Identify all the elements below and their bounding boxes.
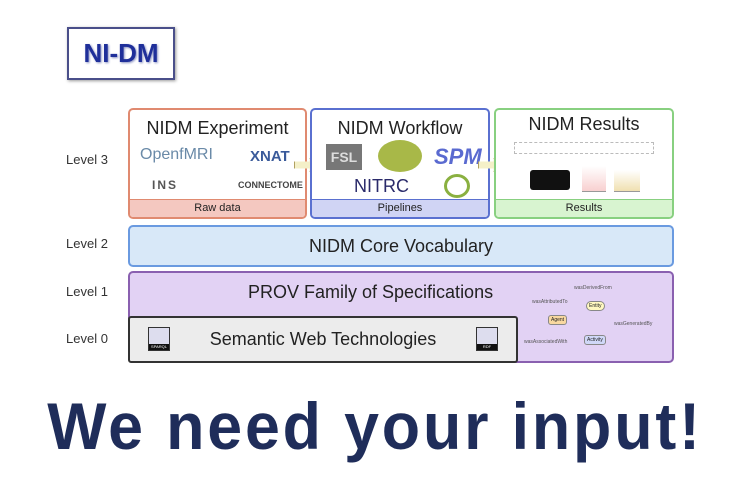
experiment-title: NIDM Experiment [146,118,289,138]
relation-label: wasAttributedTo [532,299,568,305]
level-1-label: Level 1 [66,284,108,299]
cbrain-icon [444,174,470,198]
level-3-label: Level 3 [66,152,108,167]
workflow-footer: Pipelines [312,199,488,217]
entity-node: Entity [586,301,605,311]
brain-image-icon [530,170,570,190]
workflow-title: NIDM Workflow [337,118,463,138]
relation-label: wasDerivedFrom [574,285,612,291]
ins-logo: INS [152,178,179,192]
nidm-workflow-box: NIDM Workflow FSL SPM NITRC Pipelines [310,108,490,219]
xnat-logo: XNAT [250,148,290,165]
fsl-logo: FSL [326,144,362,170]
level-2-label: Level 2 [66,236,108,251]
prov-diagram: wasDerivedFrom wasAttributedTo wasGenera… [522,273,674,361]
prov-title: PROV Family of Specifications [248,282,494,302]
ni-dm-logo: NI-DM [67,27,175,80]
nitrc-logo: NITRC [354,176,409,196]
brain-icon [378,140,422,172]
results-pipeline-icon [514,142,654,154]
plot-icon [614,170,640,192]
semantic-web-title: Semantic Web Technologies [209,329,437,349]
rdf-icon: RDF [476,327,498,351]
openfmri-logo: OpenfMRI [140,146,213,163]
nidm-experiment-box: NIDM Experiment OpenfMRI XNAT INS CONNEC… [128,108,307,219]
nidm-results-box: NIDM Results Results [494,108,674,219]
connectome-logo: CONNECTOME [238,180,303,190]
experiment-footer: Raw data [130,199,305,217]
relation-label: wasGeneratedBy [614,321,653,327]
level-0-label: Level 0 [66,331,108,346]
spm-logo: SPM [434,144,482,169]
results-title: NIDM Results [528,114,640,134]
plot-icon [582,166,606,192]
relation-label: wasAssociatedWith [524,339,568,345]
slogan: We need your input! [47,389,703,463]
semantic-web-box: Semantic Web Technologies SPARQL RDF [128,316,518,363]
sparql-icon: SPARQL [148,327,170,351]
results-footer: Results [496,199,672,217]
agent-node: Agent [548,315,568,325]
activity-node: Activity [584,335,606,345]
nidm-core-vocabulary: NIDM Core Vocabulary [128,225,674,267]
